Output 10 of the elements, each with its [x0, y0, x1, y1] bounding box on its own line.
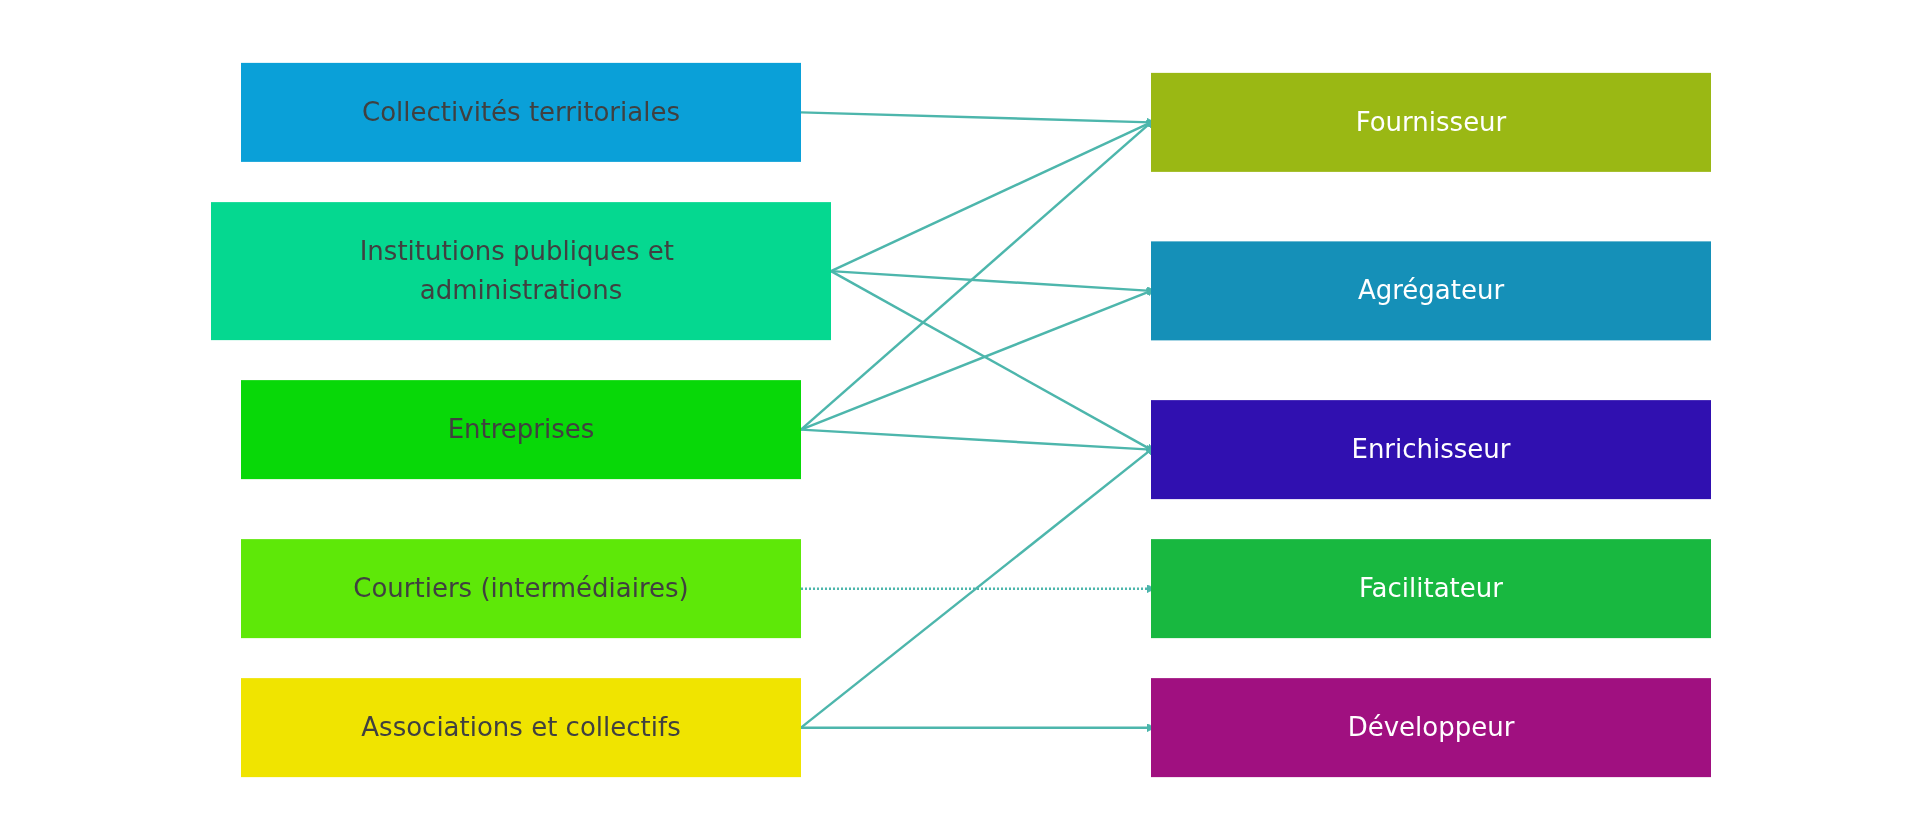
node-box: Enrichisseur — [1150, 400, 1711, 500]
node-box: Courtiers (intermédiaires) — [240, 539, 801, 639]
node-box: Associations et collectifs — [240, 678, 801, 778]
node-box: Collectivités territoriales — [240, 62, 801, 162]
node-box: Fournisseur — [1150, 72, 1711, 172]
node-box: Agrégateur — [1150, 241, 1711, 341]
node-box: Facilitateur — [1150, 539, 1711, 639]
node-box: Entreprises — [240, 380, 801, 480]
node-box: Institutions publiques et administrations — [210, 202, 831, 341]
node-box: Développeur — [1150, 678, 1711, 778]
